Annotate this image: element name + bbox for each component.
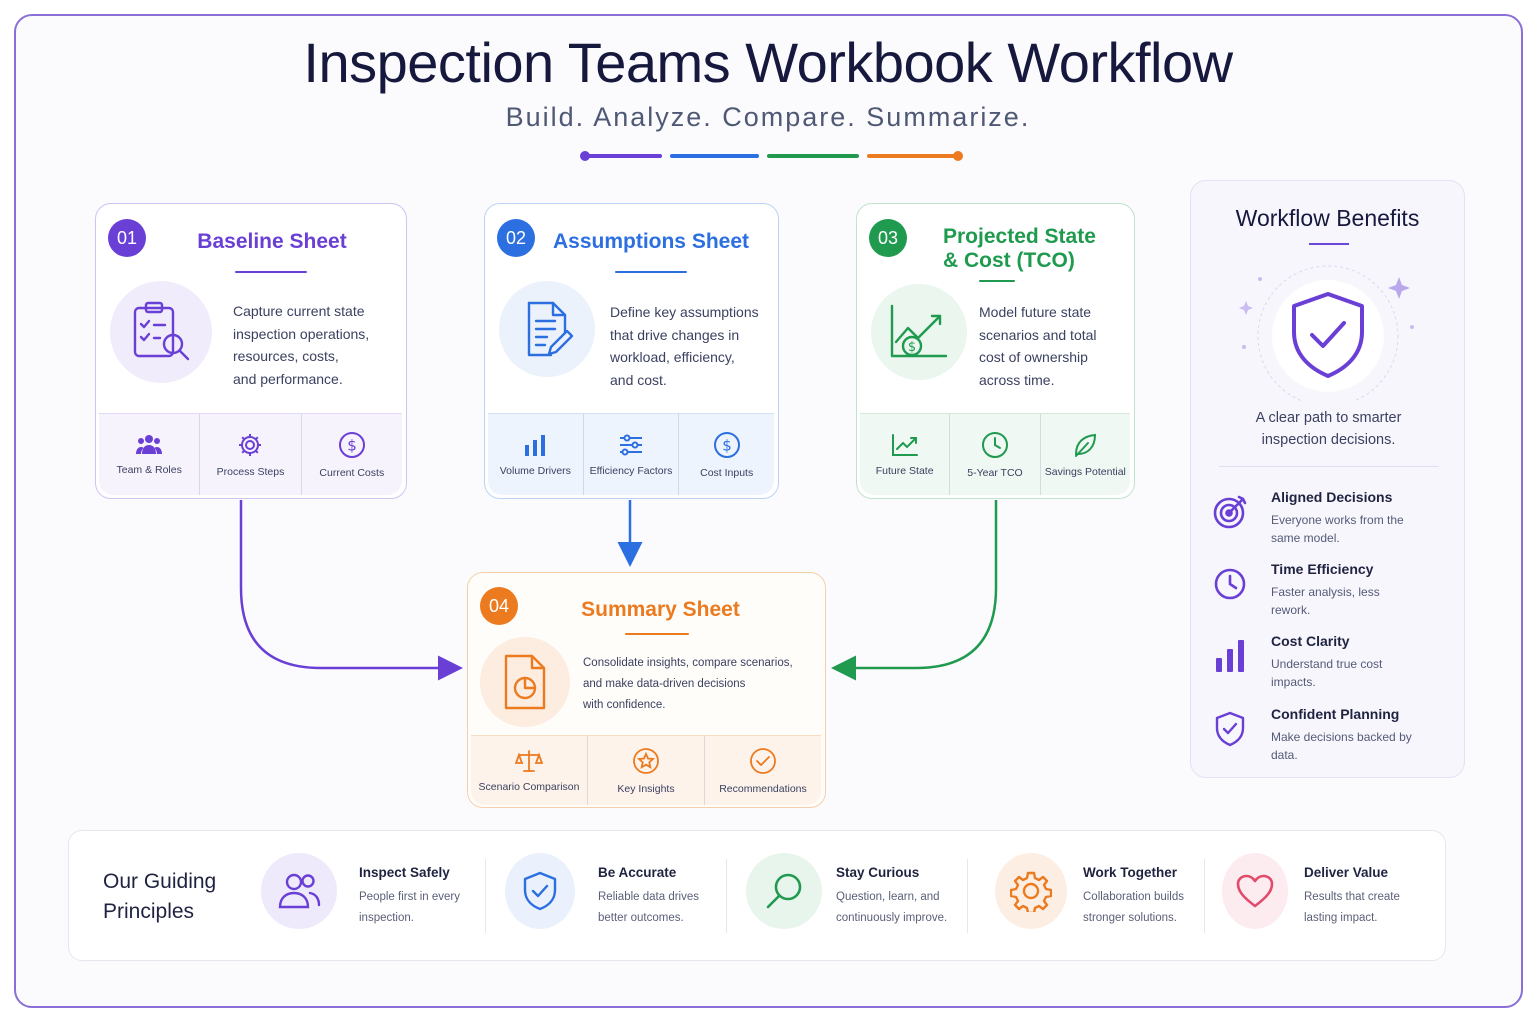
magnifier-icon [746, 853, 822, 929]
feature-recommendations[interactable]: Recommendations [705, 736, 821, 805]
accent-dot-end [953, 151, 963, 161]
shield-check-icon [1239, 265, 1414, 401]
page-subtitle: Build. Analyze. Compare. Summarize. [505, 102, 1031, 132]
guiding-principles-panel: Our Guiding Principles Inspect Safely Pe… [68, 830, 1446, 961]
feature-future-state[interactable]: Future State [860, 414, 951, 495]
assumptions-sheet-card[interactable]: 02 Assumptions Sheet Define key assumpti… [484, 203, 779, 499]
benefits-caption: A clear path to smarter inspection decis… [1255, 410, 1402, 448]
trend-chart-icon [891, 433, 918, 456]
step-number-badge: 03 [869, 219, 907, 257]
clipboard-search-icon [110, 281, 212, 383]
principle-be-accurate: Be Accurate Reliable data drives better … [505, 853, 725, 939]
page-title: Inspection Teams Workbook Workflow [303, 31, 1233, 94]
feature-current-costs[interactable]: $ Current Costs [302, 414, 402, 495]
step-number-badge: 02 [497, 219, 535, 257]
projected-state-card[interactable]: 03 Projected State & Cost (TCO) $ Model … [856, 203, 1135, 499]
principle-deliver-value: Deliver Value Results that create lastin… [1222, 853, 1442, 939]
feature-scenario-comparison[interactable]: Scenario Comparison [471, 736, 588, 805]
dollar-circle-icon: $ [338, 431, 365, 458]
document-edit-icon [499, 281, 595, 377]
accent-line-purple [584, 154, 662, 158]
step-number-badge: 04 [480, 587, 518, 625]
arrow-projected-to-summary [831, 500, 998, 681]
principle-stay-curious: Stay Curious Question, learn, and contin… [746, 853, 966, 939]
benefits-title-underline [1309, 243, 1349, 245]
accent-dot-start [580, 151, 590, 161]
title-underline [979, 280, 1015, 282]
svg-text:$: $ [722, 436, 732, 454]
sliders-icon [620, 434, 642, 455]
shield-check-icon [505, 853, 575, 929]
team-icon [136, 434, 163, 454]
card-title: Projected State & Cost (TCO) [943, 225, 1096, 272]
leaf-icon [1075, 433, 1097, 457]
feature-bar: Scenario Comparison Key Insights Recomme… [471, 735, 821, 805]
principle-work-together: Work Together Collaboration builds stron… [995, 853, 1215, 939]
card-title: Baseline Sheet [197, 230, 347, 253]
gear-icon [239, 433, 262, 456]
heart-icon [1222, 853, 1288, 929]
feature-efficiency-factors[interactable]: Efficiency Factors [584, 414, 680, 495]
divider [726, 859, 727, 933]
card-description: Consolidate insights, compare scenarios,… [583, 657, 793, 711]
card-title: Assumptions Sheet [552, 230, 750, 253]
feature-cost-inputs[interactable]: $ Cost Inputs [679, 414, 774, 495]
feature-process-steps[interactable]: Process Steps [200, 414, 302, 495]
title-underline [615, 271, 687, 273]
divider [967, 859, 968, 933]
dollar-circle-icon: $ [713, 431, 740, 458]
people-icon [261, 853, 337, 929]
card-title: Summary Sheet [581, 598, 740, 621]
target-icon [1211, 493, 1249, 531]
gear-icon [995, 853, 1067, 929]
star-circle-icon [633, 747, 659, 774]
baseline-sheet-card[interactable]: 01 Baseline Sheet Capture current state … [95, 203, 407, 499]
svg-text:$: $ [347, 436, 357, 454]
feature-bar: Volume Drivers Efficiency Factors $ Cost… [488, 413, 774, 495]
chart-dollar-icon: $ [871, 284, 967, 380]
feature-bar: Future State 5-Year TCO Savings Potentia… [860, 413, 1130, 495]
accent-line-blue [670, 154, 759, 158]
divider [1219, 466, 1439, 467]
accent-line-orange [867, 154, 957, 158]
check-circle-icon [750, 747, 776, 774]
principle-inspect-safely: Inspect Safely People first in every ins… [261, 853, 481, 939]
title-underline [235, 271, 307, 273]
feature-volume-drivers[interactable]: Volume Drivers [488, 414, 584, 495]
feature-key-insights[interactable]: Key Insights [588, 736, 705, 805]
feature-team-roles[interactable]: Team & Roles [99, 414, 201, 495]
benefits-title: Workflow Benefits [1235, 205, 1420, 231]
title-underline [625, 633, 689, 635]
card-description: Define key assumptions that drive change… [610, 304, 759, 388]
shield-check-icon [1211, 710, 1249, 748]
bar-chart-icon [1211, 637, 1249, 675]
workflow-benefits-panel: Workflow Benefits A clear path to smarte… [1190, 180, 1465, 778]
balance-scale-icon [515, 749, 543, 772]
principles-heading: Our Guiding Principles [103, 870, 217, 923]
report-pie-icon [480, 637, 570, 727]
step-number-badge: 01 [108, 219, 146, 257]
summary-sheet-card[interactable]: 04 Summary Sheet Consolidate insights, c… [467, 572, 826, 808]
feature-savings-potential[interactable]: Savings Potential [1041, 414, 1130, 495]
clock-icon [1211, 565, 1249, 603]
clock-icon [981, 431, 1008, 458]
feature-5-year-tco[interactable]: 5-Year TCO [950, 414, 1041, 495]
divider [1204, 859, 1205, 933]
card-description: Capture current state inspection operati… [233, 303, 370, 387]
feature-bar: Team & Roles Process Steps $ Current Cos… [99, 413, 402, 495]
card-description: Model future state scenarios and total c… [979, 304, 1097, 388]
svg-text:$: $ [908, 340, 916, 355]
bar-chart-icon [525, 434, 546, 456]
divider [485, 859, 486, 933]
accent-line-green [767, 154, 859, 158]
arrow-baseline-to-summary [239, 500, 463, 681]
